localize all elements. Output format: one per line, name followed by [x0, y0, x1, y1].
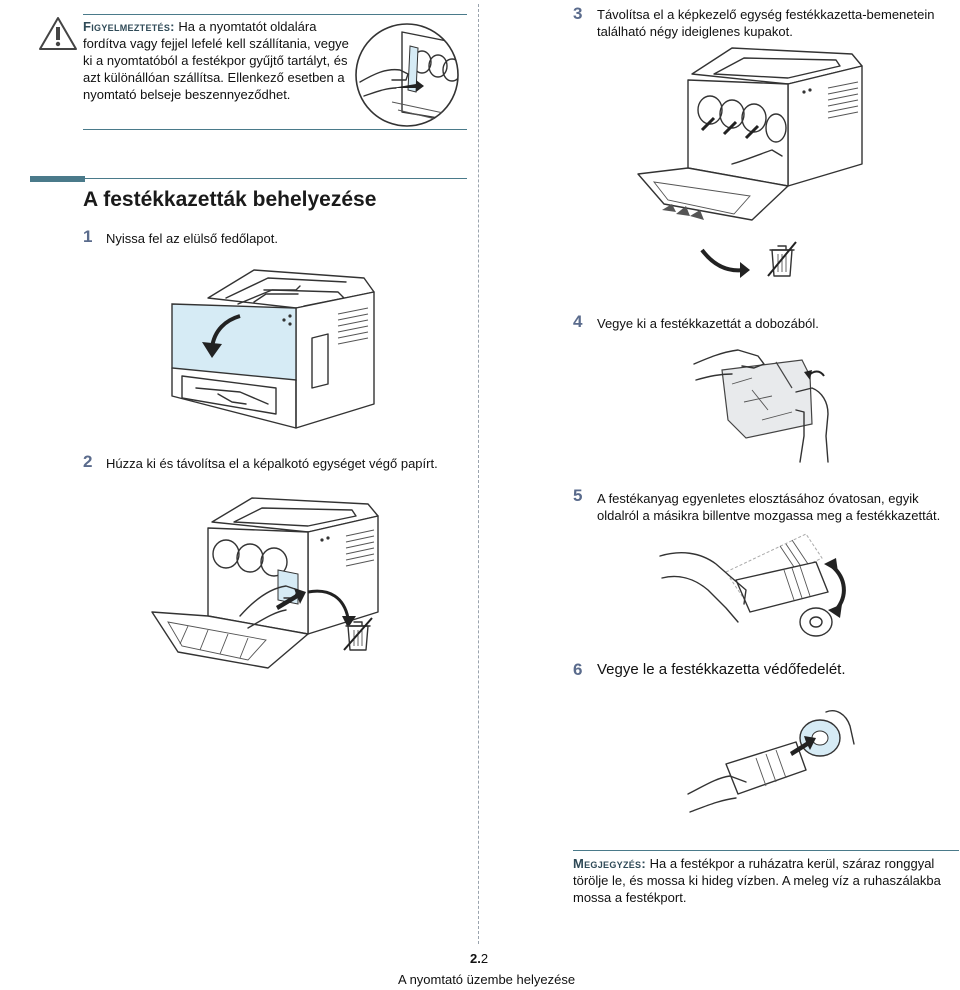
- page-number: 2.2: [470, 951, 488, 966]
- page-number-page: 2: [480, 951, 489, 966]
- warning-illustration: [355, 23, 459, 127]
- note-block: Megjegyzés: Ha a festékpor a ruházatra k…: [573, 855, 959, 906]
- section-accent-bar: [30, 176, 85, 182]
- step-3-printer-illustration: [637, 47, 863, 278]
- warning-top-rule: [83, 14, 467, 15]
- step-6-text: Vegye le a festékkazetta védőfedelét.: [597, 661, 846, 678]
- note-text: Ha a festékpor a ruházatra kerül, száraz…: [573, 856, 941, 905]
- step-2-text: Húzza ki és távolítsa el a képalkotó egy…: [106, 456, 438, 471]
- note-top-rule: [573, 850, 959, 851]
- warning-text: Ha a nyomtatót oldalára fordítva vagy fe…: [83, 19, 349, 102]
- note-title: Megjegyzés:: [573, 856, 646, 871]
- page-number-chapter: 2.: [470, 951, 481, 966]
- step-6-cap-removal-illustration: [687, 710, 855, 813]
- column-divider: [478, 4, 479, 944]
- step-4-text: Vegye ki a festékkazettát a dobozából.: [597, 316, 819, 331]
- step-6-number: 6: [573, 660, 583, 679]
- step-4-number: 4: [573, 312, 583, 331]
- step-3-number: 3: [573, 4, 583, 23]
- warning-icon: [39, 17, 77, 50]
- step-2-printer-illustration: [151, 497, 379, 669]
- step-2-number: 2: [83, 452, 93, 471]
- section-title: A festékkazetták behelyezése: [83, 188, 377, 211]
- step-1-number: 1: [83, 227, 93, 246]
- chapter-title: A nyomtató üzembe helyezése: [398, 972, 576, 987]
- warning-bottom-rule: [83, 129, 467, 130]
- step-5-shake-illustration: [659, 533, 846, 637]
- step-4-unpack-illustration: [693, 349, 829, 463]
- step-5-number: 5: [573, 486, 583, 505]
- step-1-text: Nyissa fel az elülső fedőlapot.: [106, 231, 278, 246]
- step-1-printer-illustration: [171, 269, 375, 429]
- section-rule: [83, 178, 467, 179]
- warning-block: Figyelmeztetés: Ha a nyomtatót oldalára …: [83, 18, 353, 103]
- step-5-text: A festékanyag egyenletes elosztásához óv…: [597, 491, 941, 523]
- warning-title: Figyelmeztetés:: [83, 19, 175, 34]
- step-3-text: Távolítsa el a képkezelő egység festékka…: [597, 7, 935, 39]
